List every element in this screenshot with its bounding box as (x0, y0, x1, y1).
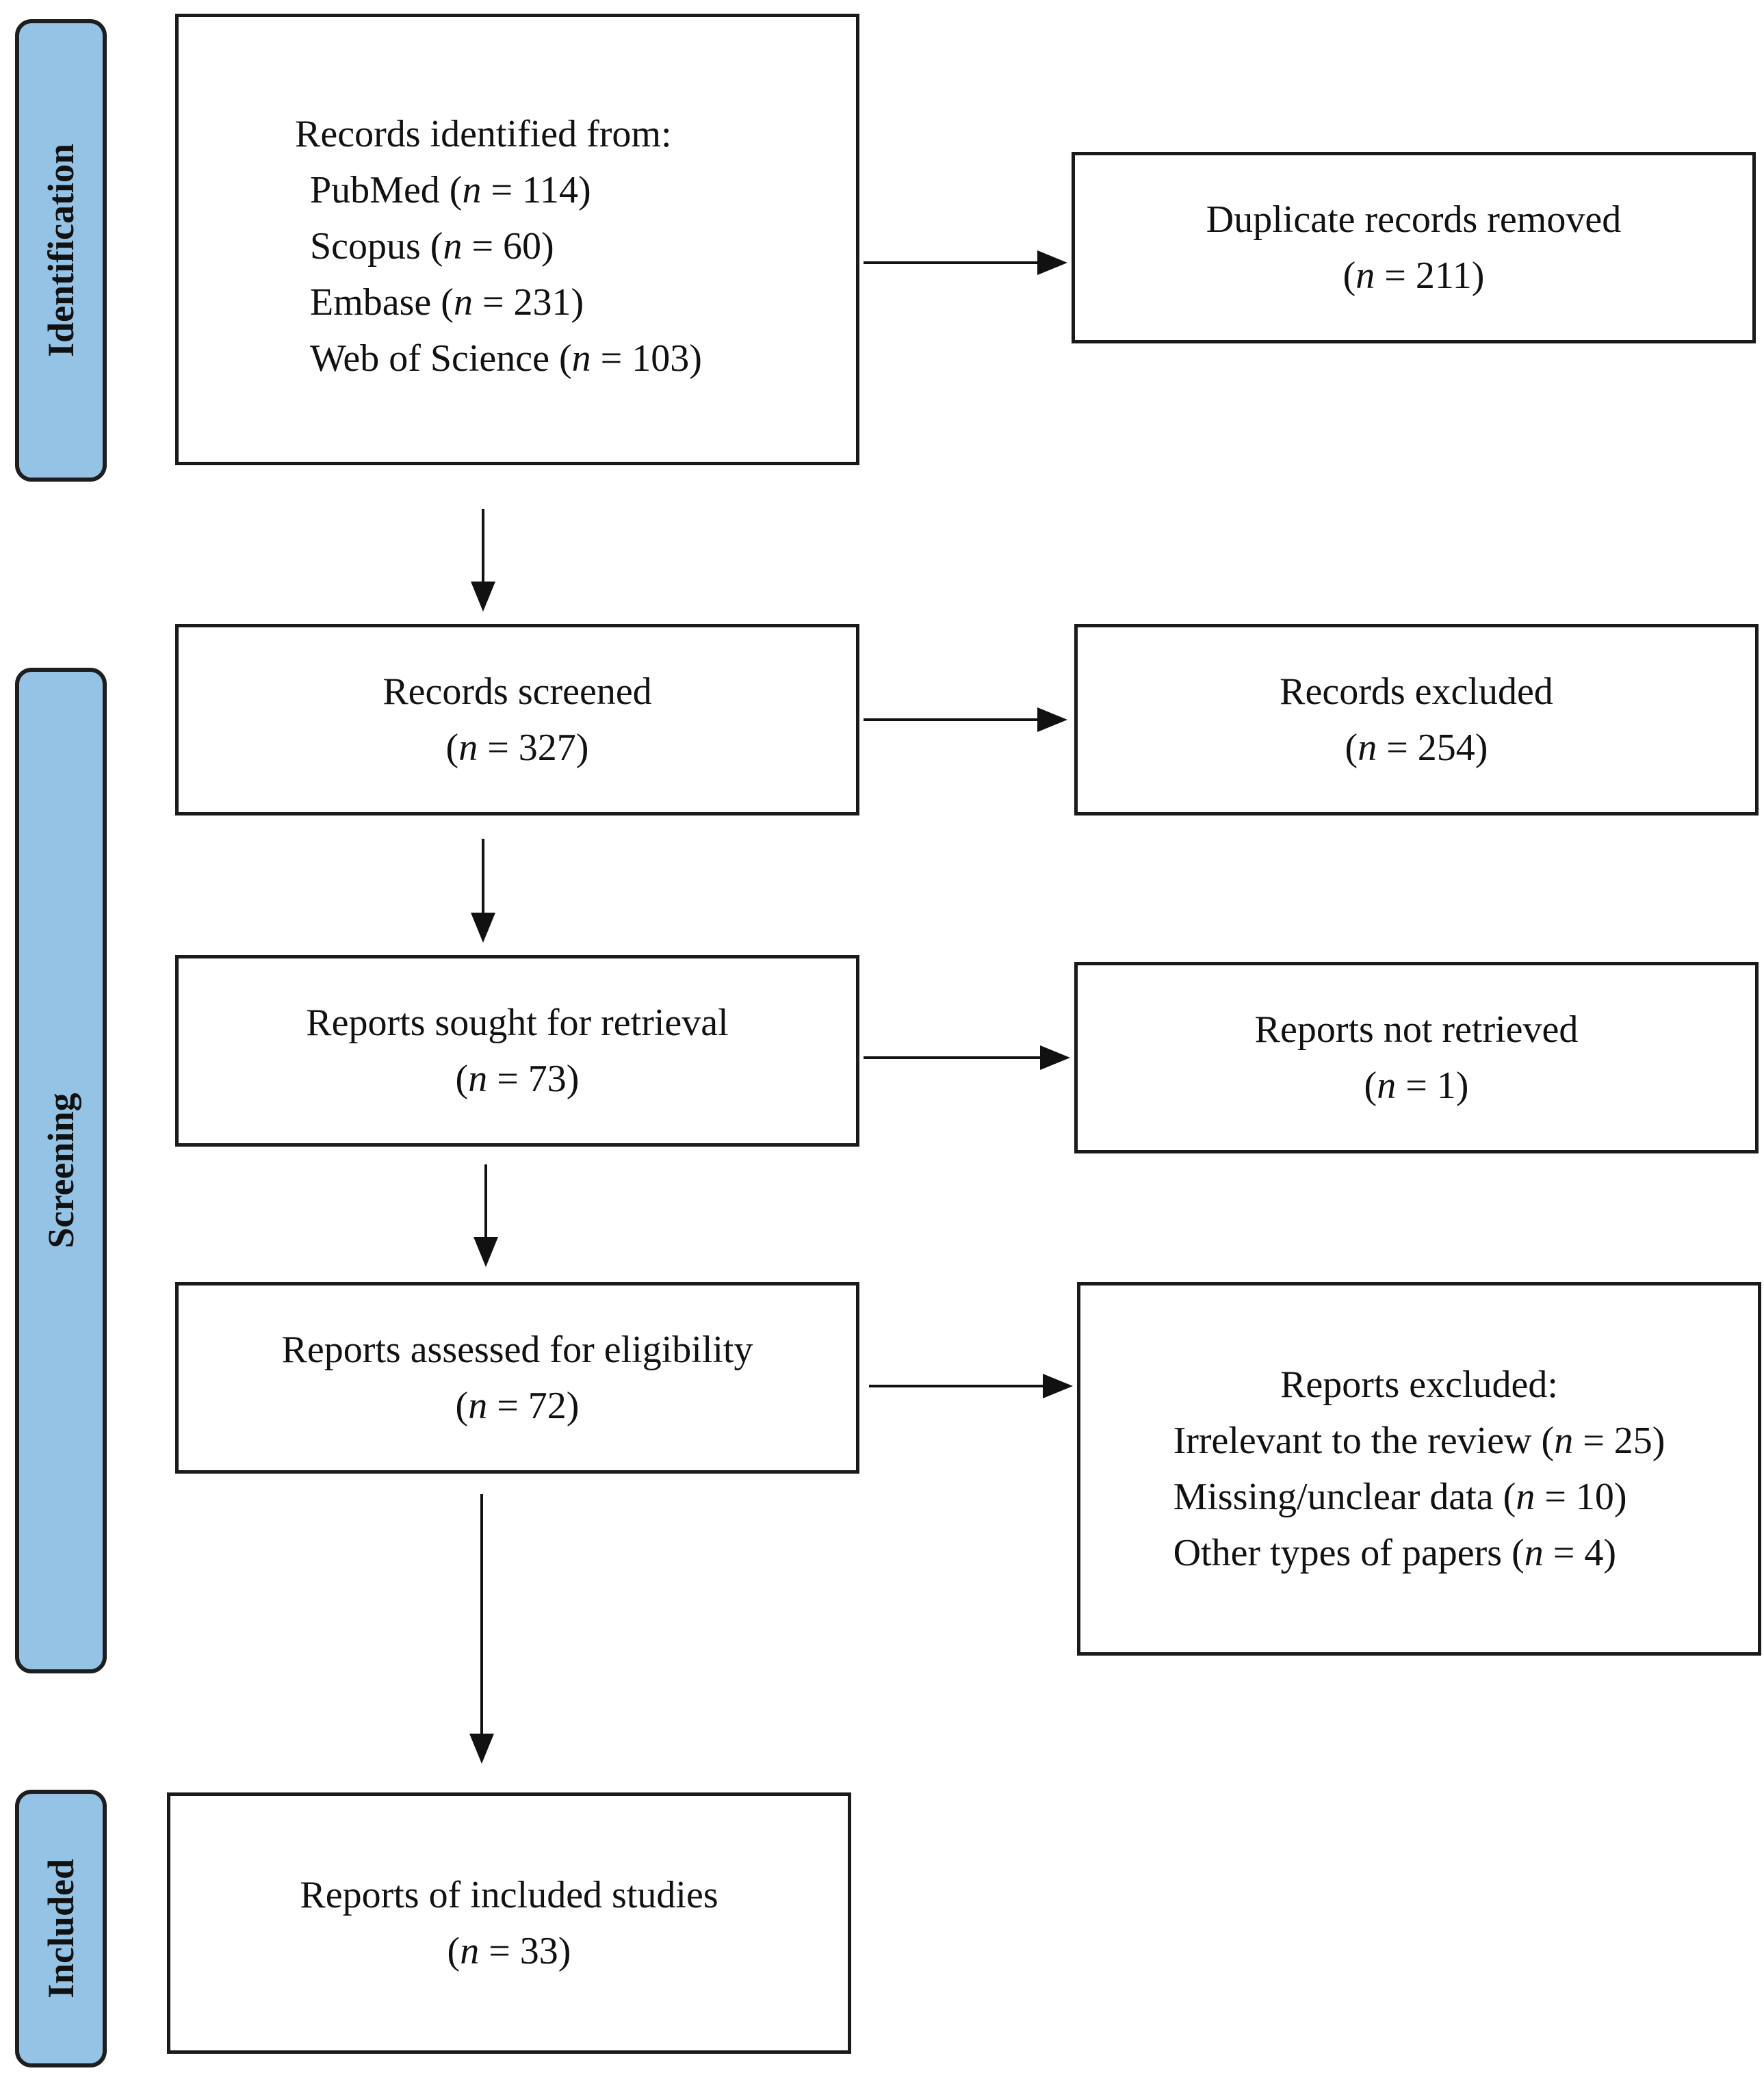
phase-identification-label: Identification (40, 143, 81, 358)
arrowhead-assessed (474, 1237, 498, 1267)
arrowhead-sought (471, 913, 495, 943)
duplicate-records-box: Duplicate records removed (n = 211) (1072, 152, 1756, 343)
duplicate-records-count: (n = 211) (1343, 255, 1485, 297)
reports-sought-box: Reports sought for retrieval (n = 73) (175, 955, 859, 1147)
source-web-of-science: Web of Science (n = 103) (310, 337, 702, 380)
arrowhead-records-excluded (1037, 707, 1067, 732)
records-identified-heading: Records identified from: (295, 113, 672, 155)
records-screened-label: Records screened (382, 670, 652, 713)
records-screened-box: Records screened (n = 327) (175, 624, 859, 815)
arrowhead-included (469, 1734, 494, 1764)
reports-not-retrieved-label: Reports not retrieved (1254, 1008, 1579, 1051)
reports-not-retrieved-count: (n = 1) (1364, 1065, 1469, 1107)
reason-missing-data: Missing/unclear data (n = 10) (1173, 1476, 1627, 1518)
records-identified-box: Records identified from: PubMed (n = 114… (175, 14, 859, 465)
reports-not-retrieved-box: Reports not retrieved (n = 1) (1074, 962, 1759, 1153)
reports-sought-count: (n = 73) (455, 1058, 580, 1100)
phase-screening: Screening (15, 668, 107, 1673)
reason-other-papers: Other types of papers (n = 4) (1173, 1532, 1616, 1574)
reports-sought-label: Reports sought for retrieval (306, 1002, 729, 1044)
records-excluded-label: Records excluded (1280, 670, 1553, 713)
duplicate-records-label: Duplicate records removed (1206, 198, 1622, 241)
arrowhead-duplicates (1037, 250, 1067, 275)
phase-identification: Identification (15, 19, 107, 482)
source-scopus: Scopus (n = 60) (310, 225, 554, 267)
arrowhead-not-retrieved (1040, 1045, 1070, 1070)
reports-assessed-label: Reports assessed for eligibility (281, 1329, 753, 1371)
included-studies-label: Reports of included studies (300, 1874, 718, 1916)
included-studies-box: Reports of included studies (n = 33) (167, 1792, 851, 2054)
included-studies-count: (n = 33) (447, 1930, 571, 1972)
arrowhead-reports-excluded (1043, 1374, 1073, 1398)
phase-screening-label: Screening (40, 1093, 81, 1249)
arrowhead-screened (471, 582, 495, 612)
reports-excluded-box: Reports excluded: Irrelevant to the revi… (1077, 1282, 1761, 1656)
records-screened-count: (n = 327) (445, 727, 589, 769)
records-excluded-box: Records excluded (n = 254) (1074, 624, 1759, 815)
reports-assessed-count: (n = 72) (455, 1385, 580, 1427)
reports-excluded-reasons: Irrelevant to the review (n = 25) Missin… (1173, 1413, 1665, 1581)
records-excluded-count: (n = 254) (1345, 727, 1488, 769)
reason-irrelevant: Irrelevant to the review (n = 25) (1173, 1420, 1665, 1462)
phase-included-label: Included (40, 1858, 81, 1999)
reports-assessed-box: Reports assessed for eligibility (n = 72… (175, 1282, 859, 1474)
reports-excluded-heading: Reports excluded: (1280, 1363, 1558, 1406)
source-embase: Embase (n = 231) (310, 281, 584, 324)
source-pubmed: PubMed (n = 114) (310, 169, 591, 211)
phase-included: Included (15, 1790, 107, 2067)
